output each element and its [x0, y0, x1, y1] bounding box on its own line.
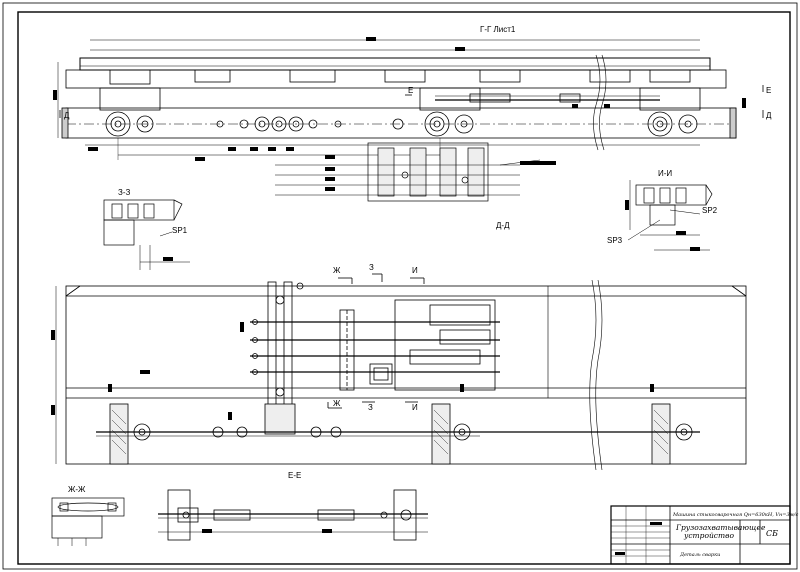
- section-dd-block: [275, 142, 556, 202]
- title-block-sheet-code: СБ: [766, 529, 778, 538]
- section-arrows-top: [59, 85, 764, 118]
- title-block-name-line2: устройство: [683, 531, 734, 540]
- title-section-zhzh: Ж-Ж: [68, 485, 86, 494]
- callout-sp3: SP3: [607, 236, 623, 245]
- section-mark-d-right: Д: [766, 111, 772, 120]
- section-ee-rod: [158, 489, 428, 541]
- callout-sp1: SP1: [172, 226, 188, 235]
- title-block-top-line: Машина стыкосварочная Qн=630кН, Vн=3м/с: [672, 512, 798, 518]
- cut-mark-i-top: И: [412, 266, 418, 275]
- section-ii-block: [625, 180, 713, 251]
- title-section-ii: И-И: [658, 169, 672, 178]
- cut-mark-i-bottom: И: [412, 403, 418, 412]
- section-zz-block: [103, 199, 190, 270]
- cut-mark-zh-bottom: Ж: [333, 399, 341, 408]
- front-view: [51, 273, 747, 471]
- section-mark-e-top: Е: [408, 86, 413, 95]
- inner-frame: [17, 11, 791, 565]
- title-section-zz: З-З: [118, 188, 130, 197]
- callout-sp2: SP2: [702, 206, 718, 215]
- section-mark-d-left: Д: [64, 111, 70, 120]
- title-top-view: Г-Г Лист1: [480, 25, 516, 34]
- title-section-dd: Д-Д: [496, 221, 510, 230]
- top-view: [53, 37, 746, 161]
- section-mark-e-right: Е: [766, 86, 771, 95]
- cut-mark-z-top: З: [369, 263, 374, 272]
- title-section-ee: Е-Е: [288, 471, 301, 480]
- title-block: [610, 505, 791, 565]
- cut-mark-zh-top: Ж: [333, 266, 341, 275]
- title-block-bottom-line: Деталь сварки: [679, 552, 720, 558]
- section-zhzh-block: [51, 497, 125, 546]
- title-block-name-line1: Грузозахватывающее: [675, 523, 766, 532]
- cut-mark-z-bottom: З: [368, 403, 373, 412]
